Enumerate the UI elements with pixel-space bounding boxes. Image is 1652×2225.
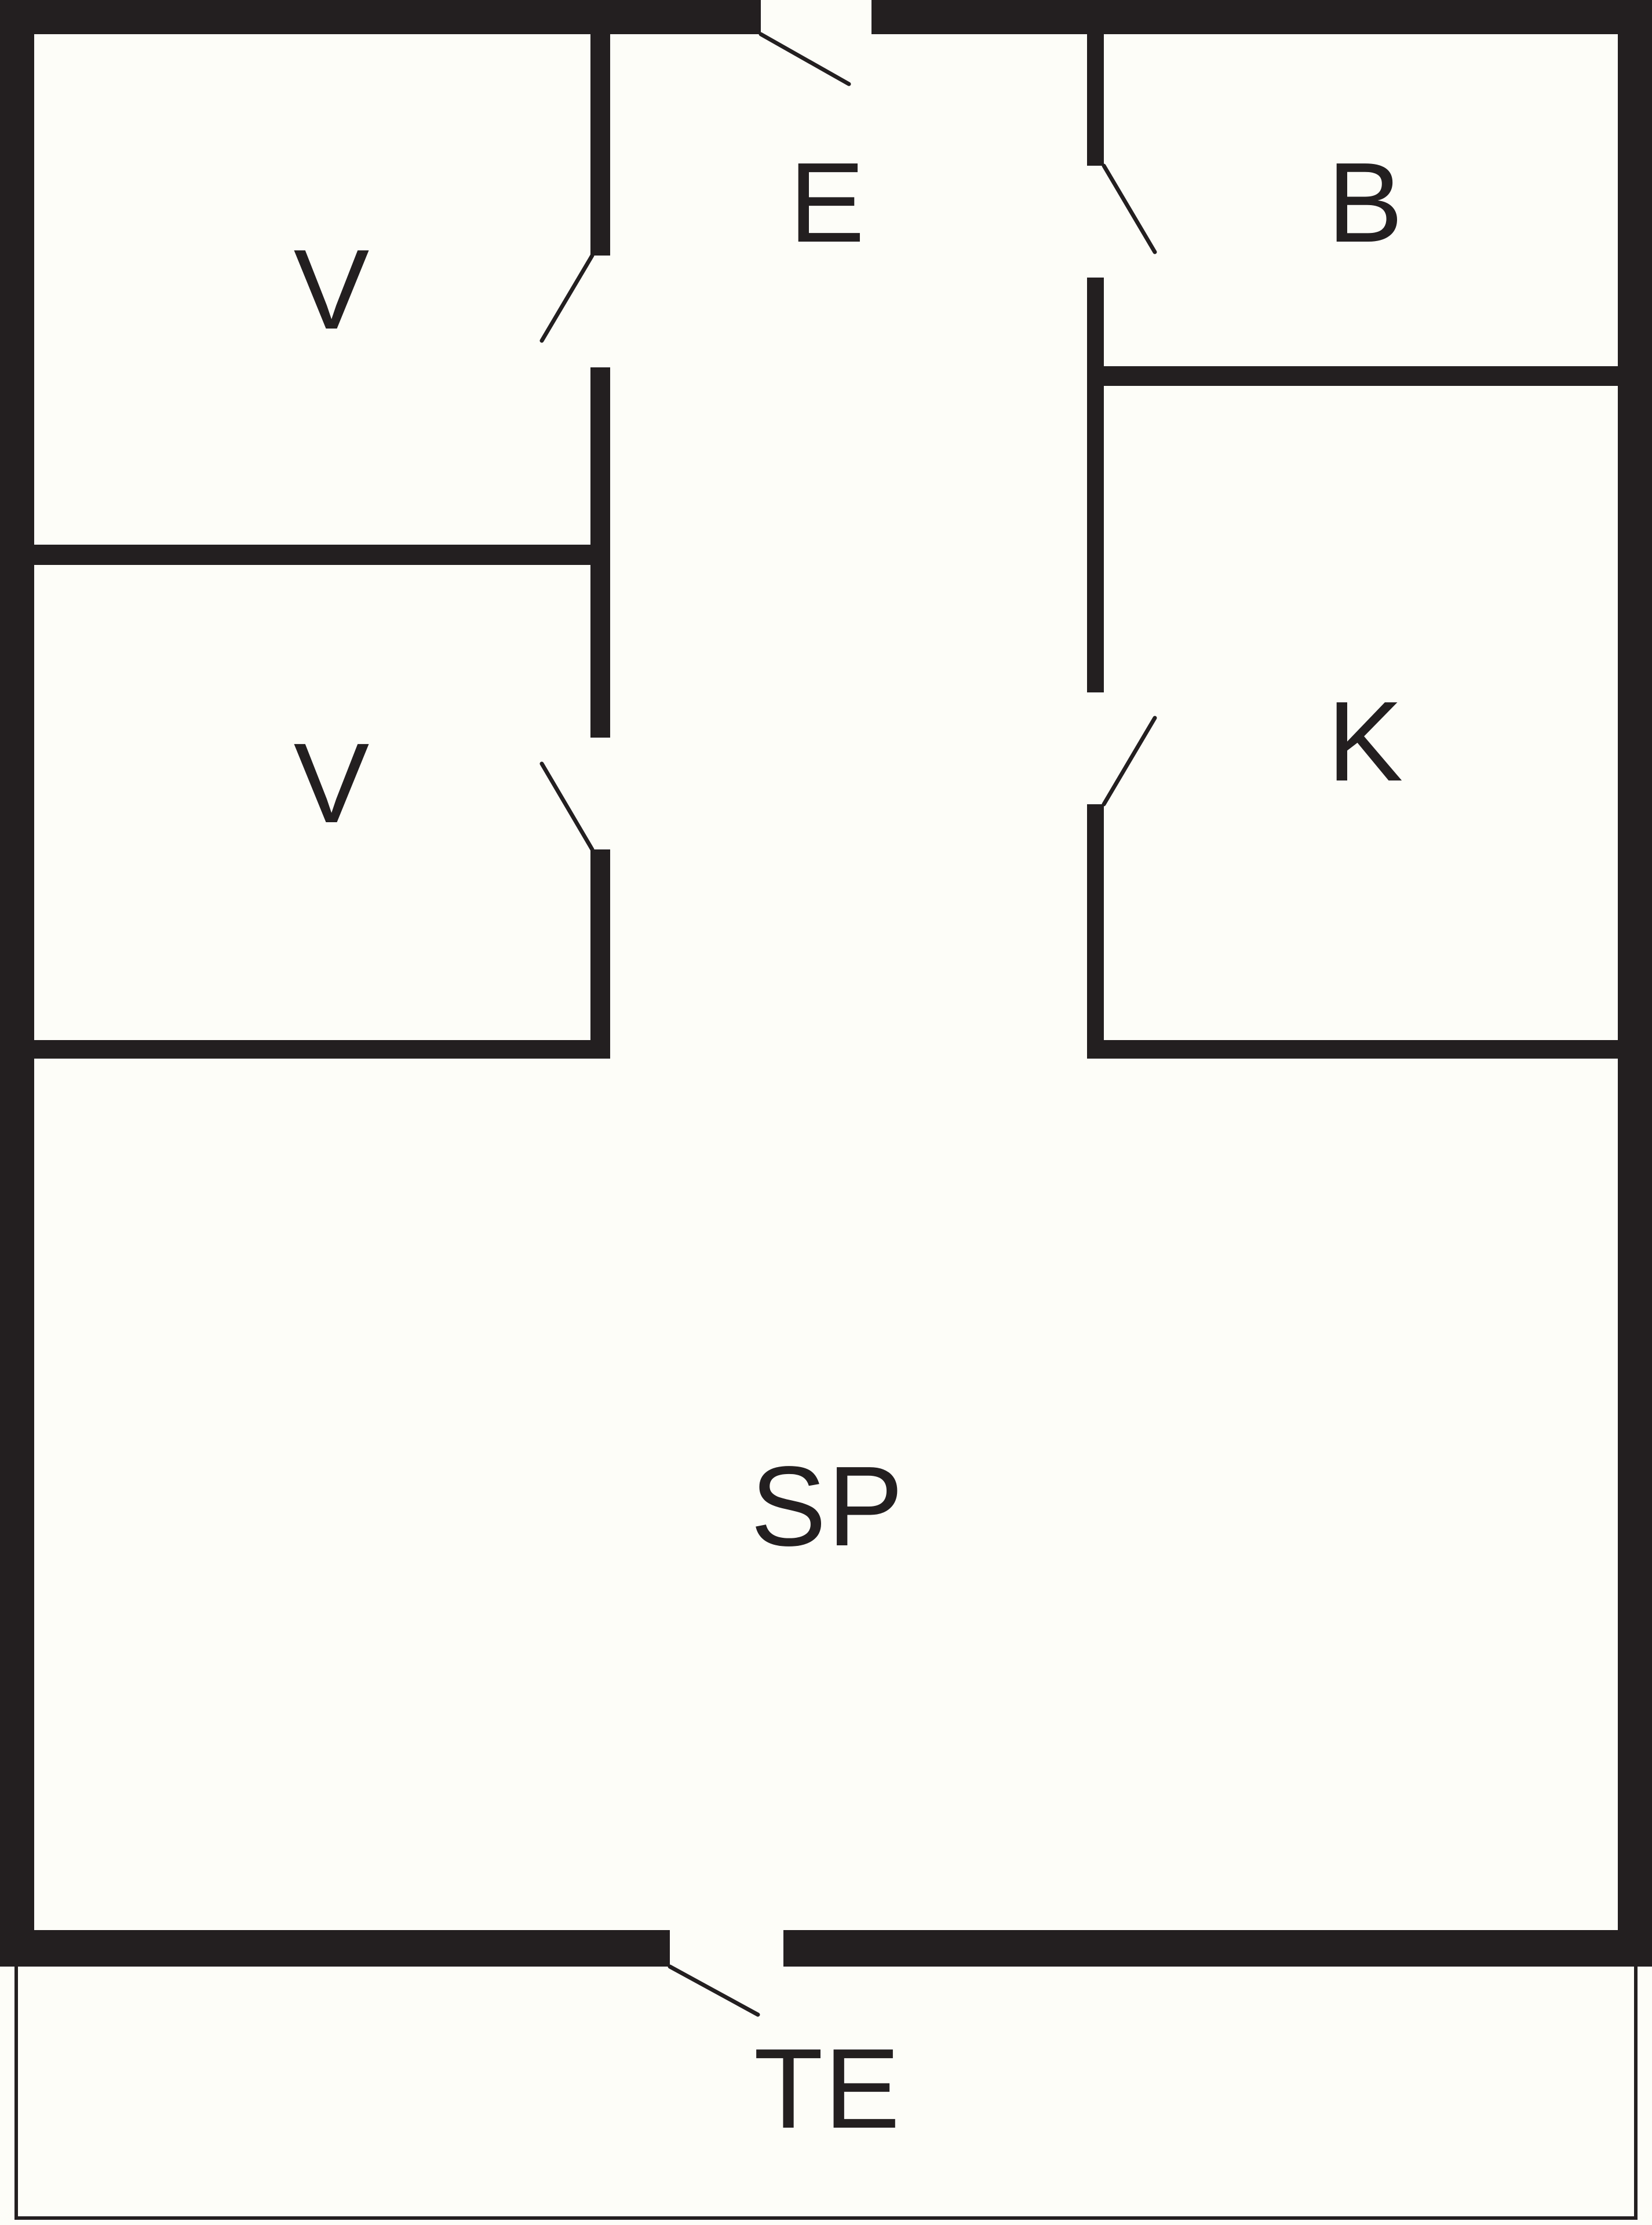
room-label-te: TE [753,2025,902,2152]
outer-wall-right [1618,0,1652,1967]
outer-wall-bottom [0,1930,1652,1967]
room-label-v-upper: V [293,226,371,353]
outer-wall-left [0,0,34,1967]
wall-below-k [1087,1040,1618,1059]
room-label-e: E [789,139,866,266]
room-label-v-lower: V [293,720,371,847]
entrance-door-swing [758,32,851,86]
b-door-swing [1102,163,1157,254]
wall-between-b-k [1104,366,1618,386]
room-label-b: B [1327,139,1405,266]
room-label-k: K [1327,678,1405,805]
v1-door-swing [539,253,595,343]
v1-door-opening[interactable] [590,256,610,367]
entrance-door-opening[interactable] [761,0,871,34]
terrace-door-opening[interactable] [670,1930,783,1967]
v2-door-opening[interactable] [590,738,610,849]
b-door-opening[interactable] [1087,166,1104,278]
v2-door-swing [539,761,595,852]
k-door-swing [1102,716,1157,807]
wall-between-v-rooms [34,545,590,565]
k-door-opening[interactable] [1087,692,1104,804]
wall-below-v-rooms [34,1040,610,1059]
room-label-sp: SP [750,1443,905,1570]
left-hall-wall [590,34,610,1059]
